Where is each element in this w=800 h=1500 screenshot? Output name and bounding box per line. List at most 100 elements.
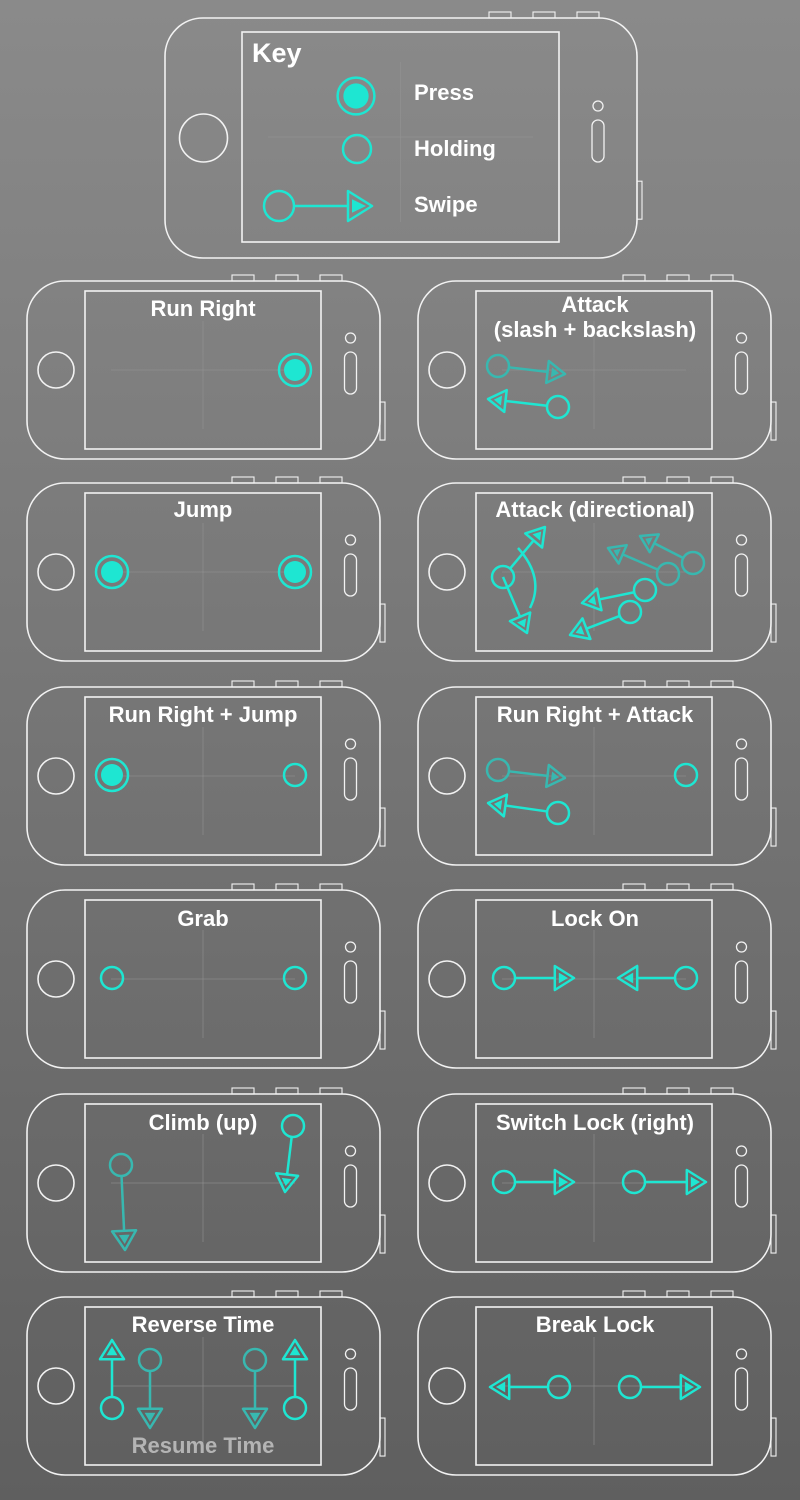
phone-top-button <box>319 883 343 891</box>
phone-side-button <box>379 807 386 847</box>
speaker-icon <box>734 1164 749 1208</box>
phone-screen <box>84 899 322 1059</box>
phone-screen <box>475 696 713 856</box>
swipe-arrow-icon <box>110 1229 138 1252</box>
press-icon-dot <box>284 561 306 583</box>
swipe-start-icon <box>655 561 681 587</box>
phone-body <box>417 1093 772 1273</box>
phone-screen <box>475 492 713 652</box>
phone-side-button <box>770 1010 777 1050</box>
speaker-icon <box>734 960 749 1004</box>
swipe-arrow-inner <box>550 771 560 782</box>
swipe-line <box>505 804 548 813</box>
phone-top-button <box>231 1087 255 1095</box>
phone-top-button <box>622 476 646 484</box>
phone-top-button <box>319 1087 343 1095</box>
phone-top-button <box>666 274 690 282</box>
phone-body <box>164 17 638 259</box>
swipe-start-icon <box>280 1113 306 1139</box>
swipe-arrow-icon <box>553 964 576 992</box>
press-icon <box>94 757 130 793</box>
home-button-icon <box>428 1164 466 1202</box>
press-icon-dot <box>284 359 306 381</box>
speaker-icon <box>591 119 605 163</box>
phone-top-button <box>710 476 734 484</box>
press-icon <box>277 352 313 388</box>
phone-screen <box>475 1103 713 1263</box>
key-holding-label: Holding <box>414 136 496 161</box>
camera-icon <box>344 1348 357 1360</box>
home-button-icon <box>428 960 466 998</box>
swipe-start-icon <box>621 1169 647 1195</box>
swipe-arrow-icon <box>638 533 661 554</box>
swipe-start-icon <box>99 1395 125 1421</box>
press-icon-dot <box>101 561 123 583</box>
holding-icon <box>673 762 699 788</box>
phone-screen <box>241 31 560 243</box>
phone-body <box>26 686 381 866</box>
phone-top-button <box>666 1087 690 1095</box>
swipe-arrow-inner <box>281 1177 292 1187</box>
swipe-start-icon <box>680 550 706 576</box>
home-button-icon <box>37 1164 75 1202</box>
phone-top-button <box>231 476 255 484</box>
card-title: Jump <box>173 497 233 522</box>
swipe-arrow-inner <box>613 548 621 557</box>
swipe-start-icon <box>242 1347 268 1373</box>
swipe-arrow-inner <box>587 595 597 606</box>
swipe-arrow-inner <box>690 1176 700 1188</box>
phone-top-button <box>275 1087 299 1095</box>
card-title: Switch Lock (right) <box>496 1110 694 1135</box>
swipe-arrow-inner <box>249 1412 261 1422</box>
phone-top-button <box>231 680 255 688</box>
press-icon <box>336 76 376 116</box>
phone-body <box>417 889 772 1069</box>
key-swipe-label: Swipe <box>414 192 478 217</box>
card-title: Climb (up) <box>148 1110 258 1135</box>
card-title: Run Right + Jump <box>108 702 298 727</box>
phone-screen <box>84 492 322 652</box>
swipe-line <box>622 553 659 571</box>
card-title: Lock On <box>550 906 639 931</box>
swipe-arrow-inner <box>106 1346 118 1356</box>
phone-screen <box>84 1103 322 1263</box>
phone-top-button <box>275 883 299 891</box>
phone-body <box>26 1093 381 1273</box>
card-title: Break Lock <box>535 1312 655 1337</box>
swipe-line <box>653 542 684 560</box>
phone-side-button <box>770 603 777 643</box>
swipe-line <box>509 539 535 570</box>
phone-top-button <box>666 680 690 688</box>
holding-icon <box>282 762 308 788</box>
speaker-icon <box>343 757 358 801</box>
phone-top-button <box>622 680 646 688</box>
swipe-start-icon <box>137 1347 163 1373</box>
swipe-arrow-inner <box>624 972 634 984</box>
swipe-arrow-icon <box>486 793 509 818</box>
phone-top-button <box>532 11 556 19</box>
phone-side-button <box>379 1214 386 1254</box>
key-title: Key <box>252 38 302 68</box>
holding-icon <box>99 965 125 991</box>
swipe-line <box>508 366 548 374</box>
phone-top-button <box>488 11 512 19</box>
card-footer: Resume Time <box>131 1433 275 1458</box>
home-button-icon <box>37 553 75 591</box>
swipe-line <box>585 614 621 630</box>
home-button-icon <box>428 553 466 591</box>
phone-top-button <box>231 274 255 282</box>
press-icon-dot <box>101 764 123 786</box>
phone-screen <box>84 696 322 856</box>
swipe-arrow-inner <box>575 625 585 635</box>
home-button-icon <box>178 113 229 163</box>
phone-screen <box>84 290 322 450</box>
speaker-icon <box>343 1367 358 1411</box>
camera-icon <box>735 534 748 546</box>
phone-top-button <box>231 1290 255 1298</box>
swipe-line <box>508 770 548 778</box>
camera-icon <box>735 738 748 750</box>
speaker-icon <box>343 351 358 395</box>
swipe-arrow-icon <box>544 359 567 385</box>
home-button-icon <box>428 757 466 795</box>
